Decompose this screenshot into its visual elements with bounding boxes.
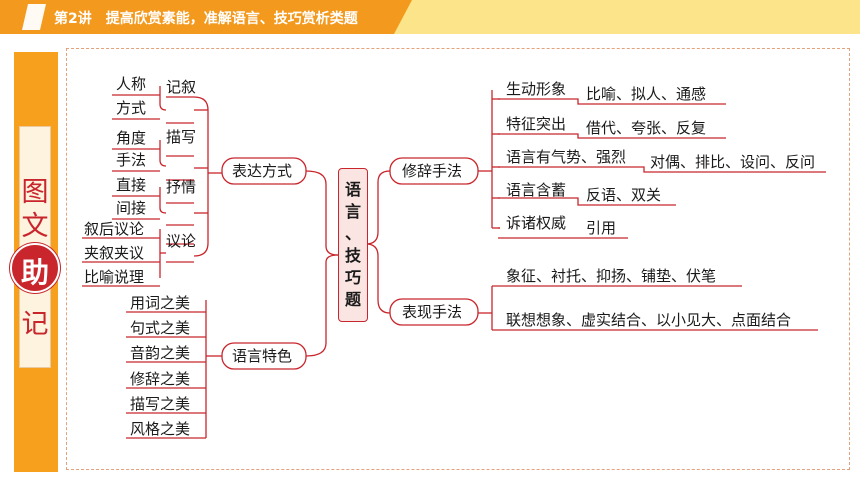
node-xiuci-shoufa: 修辞手法 xyxy=(402,162,463,180)
biaoxian-item-1: 象征、衬托、抑扬、铺垫、伏笔 xyxy=(506,267,717,285)
left-group-bracket xyxy=(193,96,222,257)
leaf-fangshi: 方式 xyxy=(116,99,147,117)
xiuci-label-tezheng: 特征突出 xyxy=(506,115,567,133)
leaf-xiuci-mei: 修辞之美 xyxy=(130,370,191,388)
xiuci-value-hanxu: 反语、双关 xyxy=(586,186,662,204)
lecture-title: 第2讲 提高欣赏素能，准解语言、技巧赏析类题 xyxy=(54,11,358,27)
group-miaoxie: 描写 xyxy=(166,128,197,146)
diagram-frame xyxy=(66,48,850,470)
sidebar-zhu-badge: 助 xyxy=(10,243,60,293)
xiuci-label-hanxu: 语言含蓄 xyxy=(506,181,567,199)
center-node-label: 语言、技巧题 xyxy=(344,180,361,309)
group-shuqing: 抒情 xyxy=(166,178,197,196)
leaf-biyushuoli: 比喻说理 xyxy=(84,268,145,286)
sidebar-char-zhu: 助 xyxy=(20,256,49,289)
header-bar xyxy=(0,0,860,34)
sidebar-char-wen: 文 xyxy=(21,211,49,242)
xiuci-label-shengdong: 生动形象 xyxy=(506,80,567,98)
sidebar-char-tu: 图 xyxy=(21,177,49,208)
leaf-yinyun: 音韵之美 xyxy=(130,344,191,362)
leaf-jianjie: 间接 xyxy=(116,199,147,217)
xiuci-value-quanwei: 引用 xyxy=(586,219,617,237)
xiuci-label-quanwei: 诉诸权威 xyxy=(506,214,567,232)
center-to-right xyxy=(365,170,391,314)
left-group-boxes xyxy=(166,96,194,263)
node-biaoda-fangshi: 表达方式 xyxy=(232,162,293,180)
left-leaf-brackets xyxy=(159,86,167,278)
leaf-zhijie: 直接 xyxy=(116,176,147,194)
leaf-fengge: 风格之美 xyxy=(130,420,191,438)
leaf-jushi: 句式之美 xyxy=(130,319,191,337)
xiuci-branches xyxy=(478,90,826,239)
xiuci-value-qishi: 对偶、排比、设问、反问 xyxy=(650,153,816,171)
leaf-shoufa: 手法 xyxy=(116,151,147,169)
group-yilun: 议论 xyxy=(166,232,197,250)
xiuci-label-qishi: 语言有气势、强烈 xyxy=(506,148,627,166)
biaoxian-outline xyxy=(389,298,479,326)
xiuci-value-tezheng: 借代、夸张、反复 xyxy=(586,119,707,137)
center-node: 语言、技巧题 xyxy=(338,168,368,322)
yuyan-leaf-lines xyxy=(126,300,222,439)
biaoxian-branches xyxy=(478,285,818,331)
leaf-jiaxujiayi: 夹叙夹议 xyxy=(84,244,145,262)
sidebar-char-ji: 记 xyxy=(21,309,49,340)
node-yuyan-tese: 语言特色 xyxy=(232,347,293,365)
biaoxian-item-2: 联想想象、虚实结合、以小见大、点面结合 xyxy=(506,311,792,329)
left-to-center xyxy=(305,170,339,357)
node-biaoxian-shoufa: 表现手法 xyxy=(402,303,463,321)
xiuci-value-shengdong: 比喻、拟人、通感 xyxy=(586,85,707,103)
leaf-renchen: 人称 xyxy=(116,75,147,93)
leaf-jiaodu: 角度 xyxy=(116,129,147,147)
leaf-xuhouyilun: 叙后议论 xyxy=(84,220,145,238)
group-jixu: 记叙 xyxy=(166,78,197,96)
left-leaf-underlines xyxy=(82,94,160,287)
leaf-miaoxie-mei: 描写之美 xyxy=(130,395,191,413)
leaf-yongci: 用词之美 xyxy=(130,294,191,312)
